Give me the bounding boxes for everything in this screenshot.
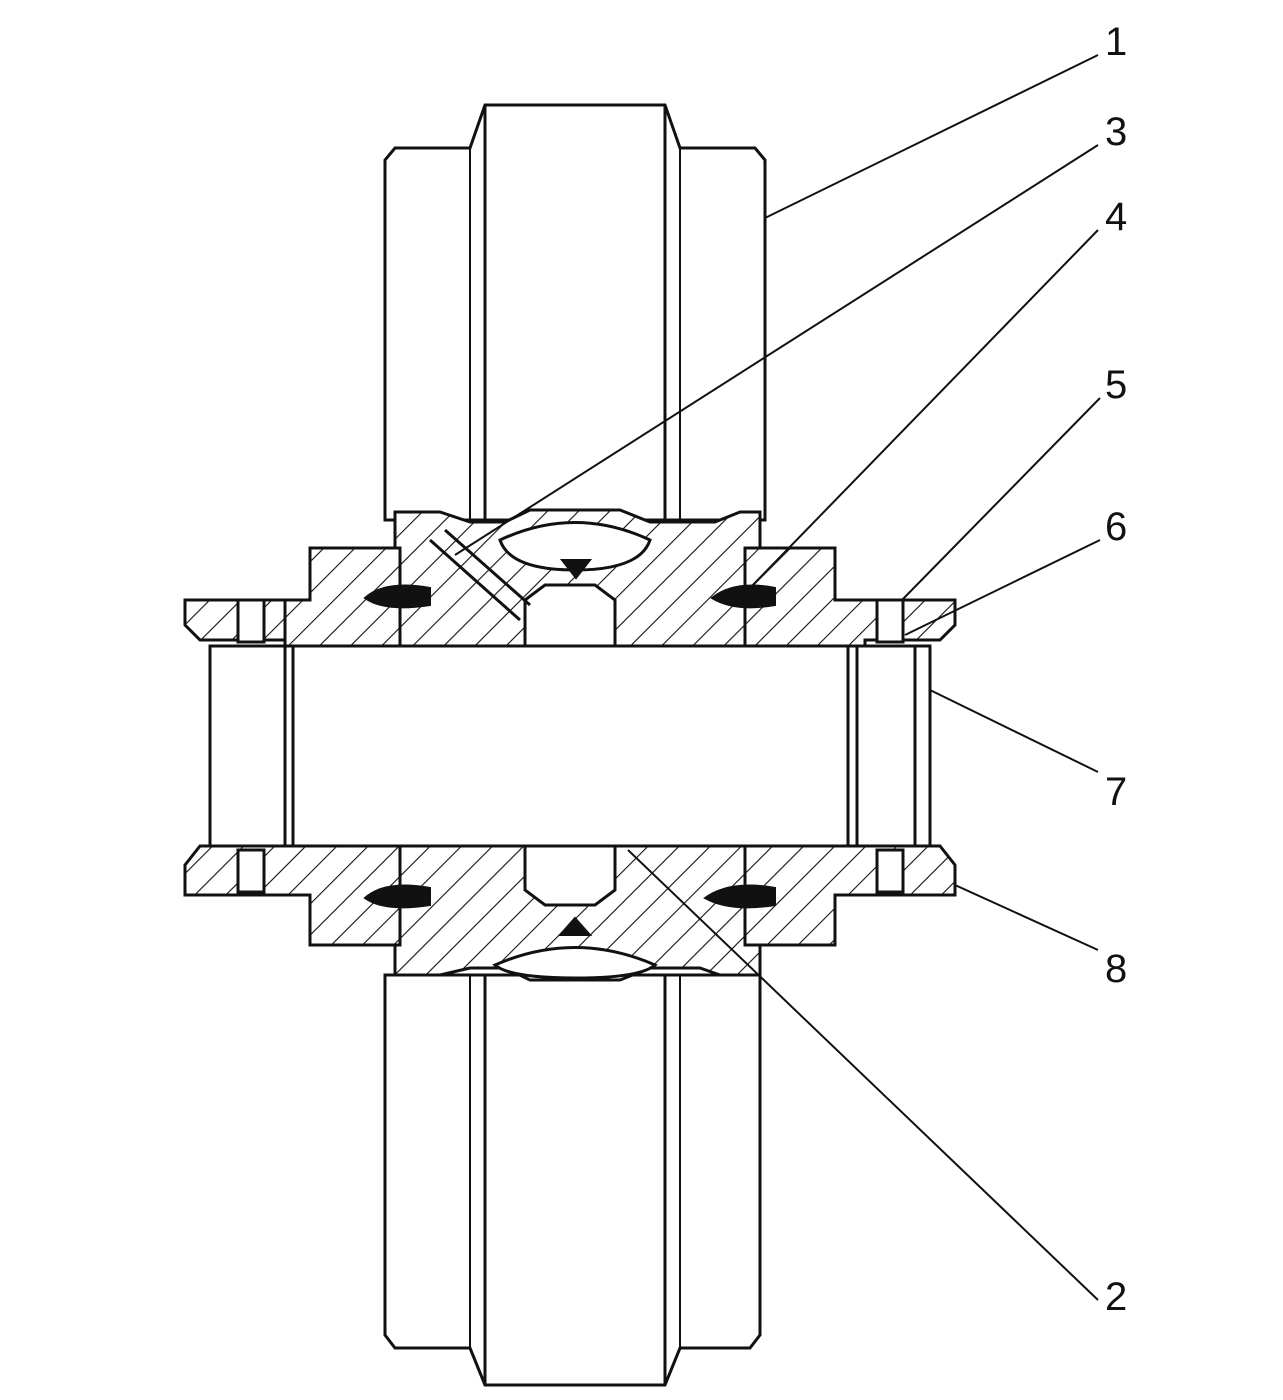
callout-4: 4 — [1105, 195, 1127, 239]
shaft-body — [208, 644, 932, 848]
upper-left-bushing — [236, 598, 266, 644]
callout-5: 5 — [1105, 363, 1127, 407]
leader-line-7 — [929, 689, 1099, 773]
callout-7: 7 — [1105, 770, 1127, 814]
lower-hub-cavity — [492, 946, 658, 980]
upper-roller — [383, 103, 767, 522]
upper-right-bushing — [875, 598, 905, 644]
upper-left-seal — [363, 584, 431, 609]
leader-line-5 — [901, 397, 1101, 601]
leader-line-8 — [954, 884, 1099, 951]
lower-hub-section — [183, 844, 957, 982]
callout-1: 1 — [1105, 20, 1127, 64]
callout-8: 8 — [1105, 947, 1127, 991]
upper-roller-rim — [383, 103, 767, 522]
lower-hub — [393, 844, 762, 982]
callout-2: 2 — [1105, 1275, 1127, 1319]
upper-right-collar — [743, 546, 957, 648]
lower-left-bushing — [236, 848, 266, 894]
shaft — [208, 644, 932, 848]
lower-roller-rim — [383, 973, 762, 1387]
leader-line-1 — [764, 54, 1099, 219]
callout-3: 3 — [1105, 110, 1127, 154]
upper-right-seal — [710, 584, 776, 609]
leader-line-6 — [904, 539, 1101, 636]
leader-line-4 — [747, 229, 1099, 591]
lower-roller — [383, 973, 762, 1387]
upper-weld-mark — [559, 559, 593, 580]
leader-line-3 — [454, 144, 1099, 556]
upper-hub-section — [183, 508, 957, 648]
lower-weld-mark — [557, 916, 593, 936]
lower-right-collar — [743, 844, 957, 947]
lower-left-seal — [363, 884, 431, 909]
leader-line-2 — [627, 849, 1099, 1301]
lower-right-bushing — [875, 848, 905, 894]
leader-lines — [454, 54, 1101, 1301]
upper-hub-cavity — [498, 521, 652, 572]
callout-6: 6 — [1105, 505, 1127, 549]
lower-right-seal — [703, 884, 776, 909]
callout-labels: 1 2 3 4 5 6 7 8 — [1105, 20, 1127, 1319]
